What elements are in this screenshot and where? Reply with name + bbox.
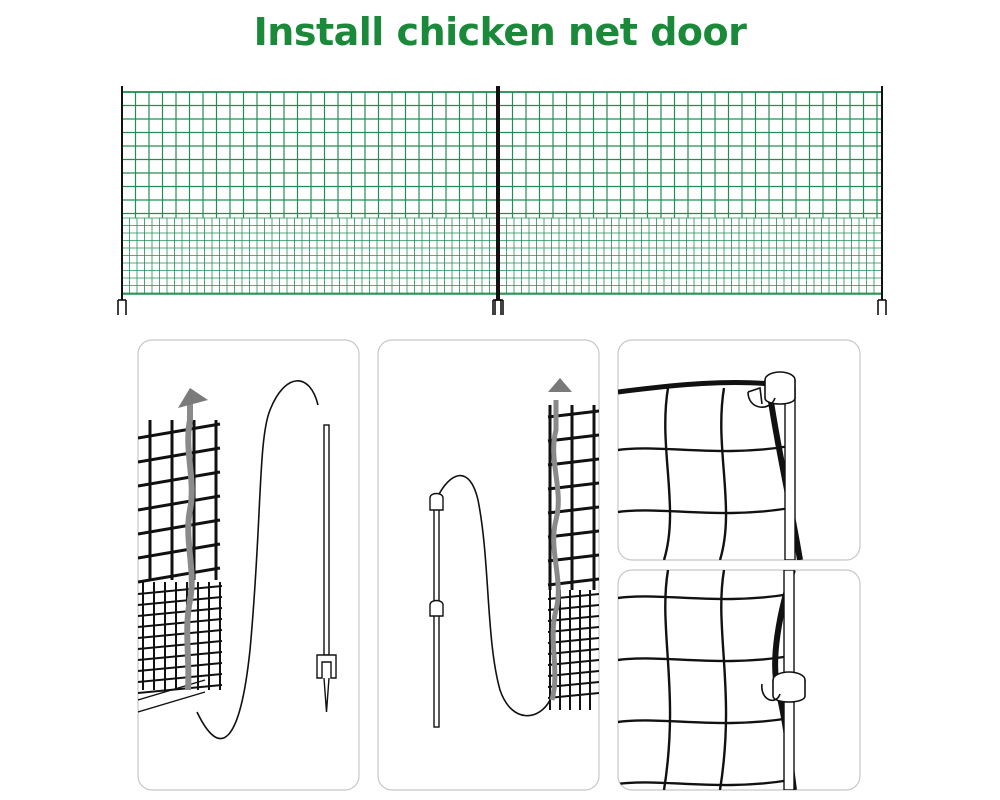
side-cord [767, 394, 803, 560]
cord-line [196, 380, 319, 740]
net-strand [662, 387, 672, 560]
net-strand [138, 518, 221, 536]
clip-bottom-detail-panel [617, 569, 861, 791]
panel-frame [617, 569, 861, 791]
net-strand [618, 778, 791, 787]
net-strand [618, 444, 791, 453]
pole-with-clips [429, 492, 444, 728]
fence-posts [117, 86, 887, 315]
net-strand [718, 570, 728, 790]
net-strand [138, 679, 206, 701]
net-strand [138, 470, 221, 488]
net-strand [138, 566, 221, 584]
net-strand [138, 542, 221, 560]
net-strand [718, 387, 728, 560]
page-title: Install chicken net door [253, 10, 747, 54]
clip-icon [761, 671, 806, 703]
net-strand [138, 494, 221, 512]
clip-icon [747, 371, 796, 408]
attach-net-to-pole-panel [377, 339, 600, 791]
clip-top-detail-panel [617, 339, 861, 561]
net-strand [618, 654, 791, 663]
arrow-path [184, 402, 195, 691]
net-strand [662, 570, 672, 790]
pole [784, 387, 796, 560]
thread-pole-through-net-panel [137, 339, 360, 791]
arrow-head-icon [178, 388, 208, 408]
net-strand [138, 446, 221, 464]
fence-netting [121, 91, 882, 295]
arrow-path [549, 400, 561, 701]
chicken-fence-overview [117, 86, 887, 315]
fence-pole [316, 424, 337, 713]
net-strand [618, 506, 791, 515]
clip-icon [429, 599, 444, 617]
top-cord [618, 379, 771, 395]
panel-frame [377, 339, 600, 791]
net-strand [618, 716, 791, 725]
net-strand [618, 592, 791, 601]
net-strand [138, 691, 206, 713]
arrow-head-icon [548, 378, 572, 392]
cord-line [435, 474, 551, 717]
clip-icon [429, 492, 444, 511]
net-strand [138, 422, 221, 440]
